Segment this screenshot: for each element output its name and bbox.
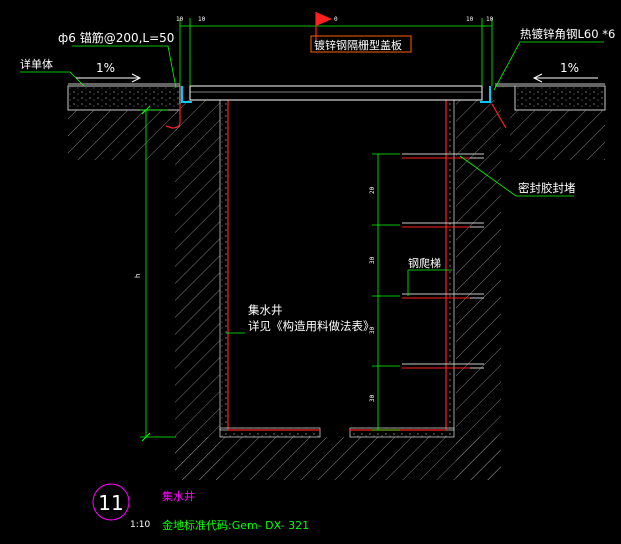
ladder-rung [402,222,484,228]
detail-ref-label: 详单体 [20,57,53,71]
detail-number: 11 [98,491,123,515]
ladder-label: 钢爬梯 [408,257,441,270]
dim-top-left-b: 10 [198,16,206,23]
cover-plate-label: 镀锌钢隔栅型盖板 [314,38,402,52]
ladder-rung [402,293,484,299]
ladder-rung [402,153,484,159]
dim-top-left-a: 10 [176,16,184,23]
well-wall-right [445,99,455,431]
ladder-step-dimension [372,153,400,431]
dim-step-2: 30 [369,256,376,264]
dim-step-1: 20 [369,186,376,194]
grating-cover-plate [189,85,483,101]
red-flag-icon [315,12,332,40]
dim-top-right-b: 10 [486,16,494,23]
depth-dim-ticks [141,105,151,442]
steel-ladder-rungs [402,153,484,369]
slope-right-label: 1% [560,61,579,75]
angle-steel-label: 热镀锌角钢L60 *6 [520,27,615,41]
dim-top-right-a: 10 [466,16,474,23]
well-wall-left [219,99,229,431]
well-floor [219,427,455,438]
anchor-bar-label: ф6 锚筋@200,L=50 [58,30,174,45]
sealant-label: 密封胶封堵 [518,181,576,195]
angle-steel-frame [181,86,491,103]
slope-arrows [76,73,598,83]
detail-title: 集水井 [162,489,195,503]
surrounding-soil-hatch [175,100,501,480]
left-ground-slab [67,83,181,160]
slope-left-label: 1% [96,61,115,75]
leader-lines [20,41,604,334]
cover-plate-label-box [310,35,412,53]
detail-scale: 1:10 [130,520,150,530]
standard-code: 金地标准代码:Gem- DX- 321 [162,518,309,532]
anchor-bars [165,103,507,129]
ladder-rung [402,363,484,369]
well-name-label: 集水井 [248,303,283,317]
top-dimension-chain [179,18,493,86]
detail-number-circle [92,483,130,521]
title-block: 11 集水井 1:10 金地标准代码:Gem- DX- 321 [92,483,309,532]
dim-step-4: 30 [369,394,376,402]
dim-top-mid: 0 [334,16,338,23]
dim-depth-label: h [134,274,142,278]
well-ref-label: 详见《构造用料做法表》 [248,319,375,333]
right-ground-slab [495,83,606,160]
dim-step-3: 30 [369,326,376,334]
